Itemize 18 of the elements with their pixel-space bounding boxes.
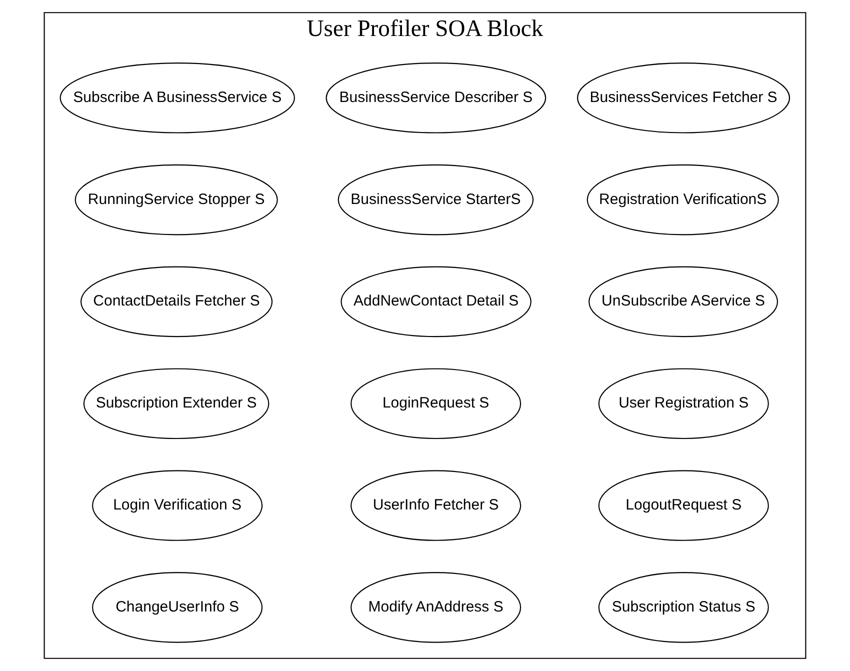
node-ellipse: UserInfo Fetcher S [350,470,522,541]
node-ellipse: LogoutRequest S [598,470,769,541]
node-ellipse: ContactDetails Fetcher S [80,266,273,338]
node-ellipse: LoginRequest S [350,368,522,440]
node-ellipse: BusinessService Describer S [326,62,546,134]
node-ellipse: ChangeUserInfo S [92,572,263,643]
node-ellipse: Subscription Extender S [83,368,270,440]
node-ellipse: User Registration S [598,368,769,440]
node-ellipse: AddNewContact Detail S [340,266,532,338]
node-ellipse: BusinessService StarterS [338,164,534,236]
node-ellipse: RunningService Stopper S [74,164,278,236]
node-ellipse: UnSubscribe AService S [588,266,778,338]
node-ellipse: Login Verification S [92,470,263,541]
node-ellipse: Registration VerificationS [586,164,779,236]
node-ellipse: Subscribe A BusinessService S [60,62,295,134]
node-ellipse: BusinessServices Fetcher S [577,62,790,134]
node-ellipse: Subscription Status S [598,572,769,643]
node-ellipse: Modify AnAddress S [350,572,522,643]
